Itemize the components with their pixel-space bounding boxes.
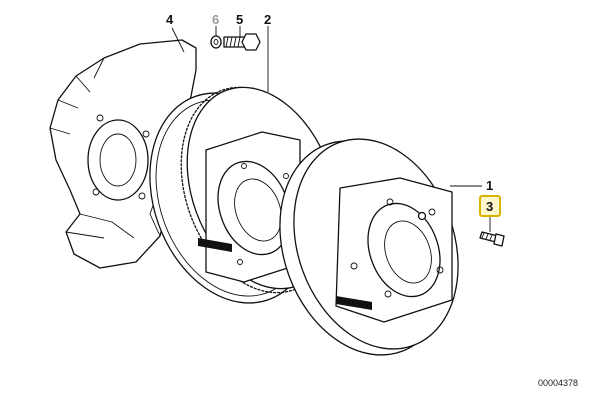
selected-part-highlight[interactable]: [479, 195, 501, 217]
leader-lines: [171, 26, 491, 232]
washer[interactable]: [210, 35, 222, 49]
callout-part-5: 5: [236, 12, 243, 27]
callout-part-3[interactable]: 3: [486, 199, 493, 214]
brake-disc[interactable]: [251, 116, 486, 379]
callout-part-2: 2: [264, 12, 271, 27]
callout-part-4: 4: [166, 12, 174, 27]
countersunk-screw[interactable]: [479, 231, 505, 247]
callout-part-1: 1: [486, 178, 493, 193]
diagram-number: 00004378: [538, 378, 578, 388]
callout-part-6: 6: [212, 12, 219, 27]
hex-bolt[interactable]: [223, 33, 261, 51]
